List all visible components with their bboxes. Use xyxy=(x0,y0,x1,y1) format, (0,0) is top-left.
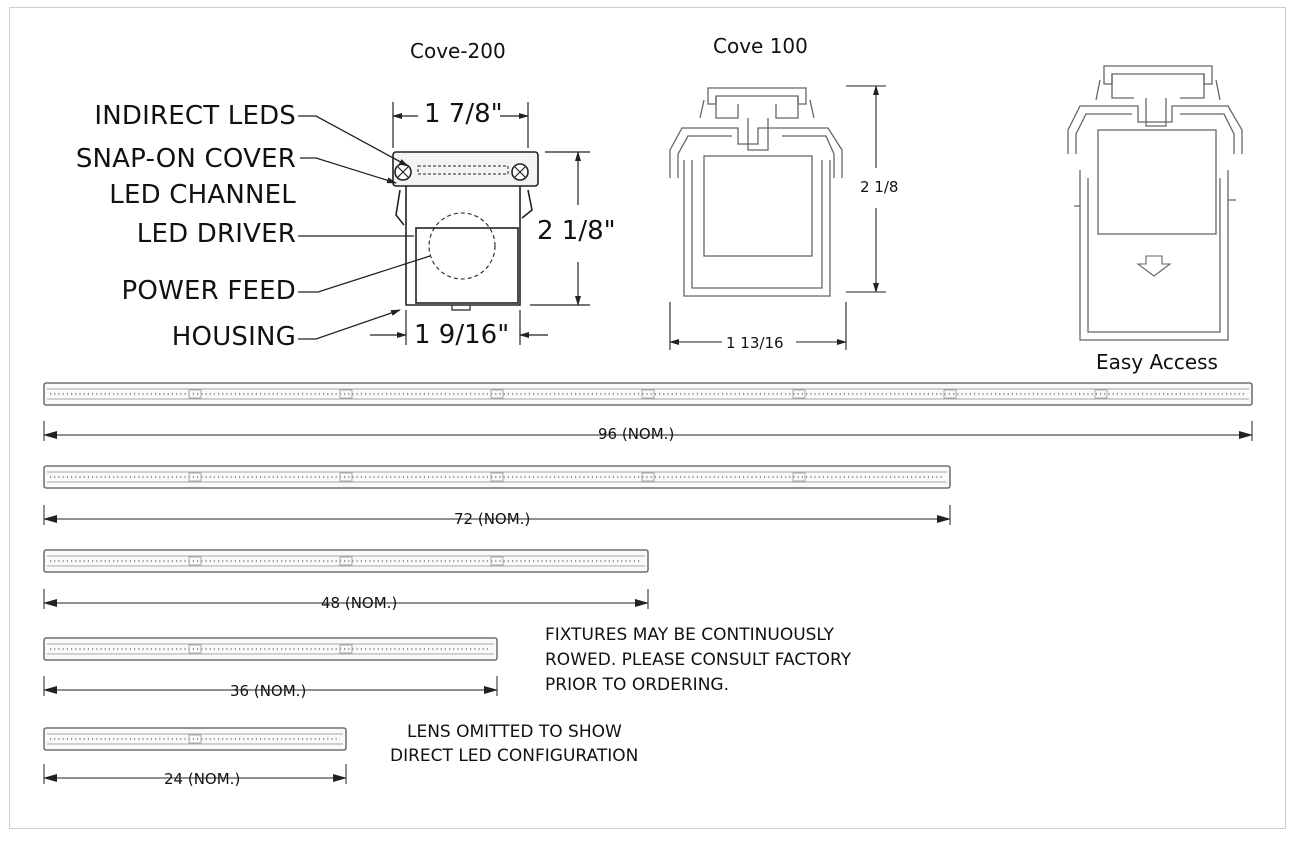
cove-200-width-bottom: 1 9/16" xyxy=(414,320,510,350)
fixture-bar-72 xyxy=(43,465,951,489)
easy-access-section xyxy=(1067,65,1243,341)
fixture-segment-96-24 xyxy=(339,389,353,399)
fixture-segment-72-60 xyxy=(792,472,806,482)
cove-100-width: 1 13/16 xyxy=(726,334,784,352)
cove-100-height: 2 1/8 xyxy=(860,178,899,196)
cove-200-leaders xyxy=(298,115,431,340)
callout-led-driver: LED DRIVER xyxy=(136,219,296,249)
easy-access-title: Easy Access xyxy=(1096,350,1218,374)
drawing-frame xyxy=(9,7,1286,829)
length-label-36: 36 (NOM.) xyxy=(222,684,315,699)
note-lens-line-1: LENS OMITTED TO SHOW xyxy=(407,722,622,742)
cove-200-dimensions xyxy=(370,102,590,345)
fixture-bar-24 xyxy=(43,727,347,751)
cove-100-title: Cove 100 xyxy=(713,34,808,58)
cove-200-height: 2 1/8" xyxy=(537,216,616,246)
fixture-segment-96-12 xyxy=(188,389,202,399)
fixture-segment-96-36 xyxy=(490,389,504,399)
note-continuous-line-3: PRIOR TO ORDERING. xyxy=(545,675,729,695)
fixture-segment-24-12 xyxy=(188,734,202,744)
fixture-bars xyxy=(43,382,1253,784)
callout-snap-on-cover: SNAP-ON COVER xyxy=(75,144,296,174)
fixture-bar-36 xyxy=(43,637,498,661)
fixture-segment-96-60 xyxy=(792,389,806,399)
fixture-segment-48-24 xyxy=(339,556,353,566)
length-label-24: 24 (NOM.) xyxy=(156,772,249,787)
cove-100-dimensions xyxy=(669,85,886,350)
fixture-segment-72-48 xyxy=(641,472,655,482)
fixture-segment-72-36 xyxy=(490,472,504,482)
callout-indirect-leds: INDIRECT LEDS xyxy=(94,101,296,131)
fixture-segment-72-24 xyxy=(339,472,353,482)
cove-200-section xyxy=(392,151,539,311)
fixture-segment-48-36 xyxy=(490,556,504,566)
callout-led-channel: LED CHANNEL xyxy=(109,180,296,210)
fixture-segment-96-84 xyxy=(1094,389,1108,399)
cove-100-section xyxy=(669,87,843,297)
fixture-segment-72-12 xyxy=(188,472,202,482)
fixture-segment-96-48 xyxy=(641,389,655,399)
fixture-segment-36-12 xyxy=(188,644,202,654)
note-continuous-line-2: ROWED. PLEASE CONSULT FACTORY xyxy=(545,650,852,670)
fixture-bar-96 xyxy=(43,382,1253,406)
fixture-segment-36-24 xyxy=(339,644,353,654)
fixture-segment-48-12 xyxy=(188,556,202,566)
note-continuous-line-1: FIXTURES MAY BE CONTINUOUSLY xyxy=(545,625,835,645)
cove-200-title: Cove-200 xyxy=(410,39,506,63)
note-lens-line-2: DIRECT LED CONFIGURATION xyxy=(390,746,639,766)
callout-power-feed: POWER FEED xyxy=(121,276,296,306)
fixture-bar-48 xyxy=(43,549,649,573)
cove-200-width-top: 1 7/8" xyxy=(424,99,503,129)
callout-housing: HOUSING xyxy=(171,322,296,352)
fixture-segment-96-72 xyxy=(943,389,957,399)
